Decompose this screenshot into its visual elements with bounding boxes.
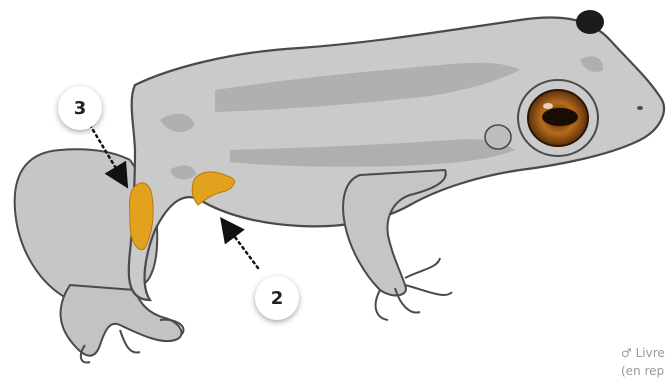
frog-tympanum	[485, 125, 511, 149]
frog-pupil	[542, 108, 578, 126]
callout-badge-3: 3	[58, 86, 102, 130]
frog-nostril	[637, 106, 643, 110]
caption-line-1: ♂ Livre	[621, 346, 665, 360]
frog-front-leg	[343, 170, 446, 295]
callout-arrow-2	[226, 225, 258, 268]
frog-far-eye	[576, 10, 604, 34]
callout-label-2: 2	[271, 288, 284, 309]
callout-label-3: 3	[74, 98, 87, 119]
callout-badge-2: 2	[255, 276, 299, 320]
caption-line-2: (en rep	[621, 364, 664, 378]
eye-highlight	[543, 103, 553, 109]
